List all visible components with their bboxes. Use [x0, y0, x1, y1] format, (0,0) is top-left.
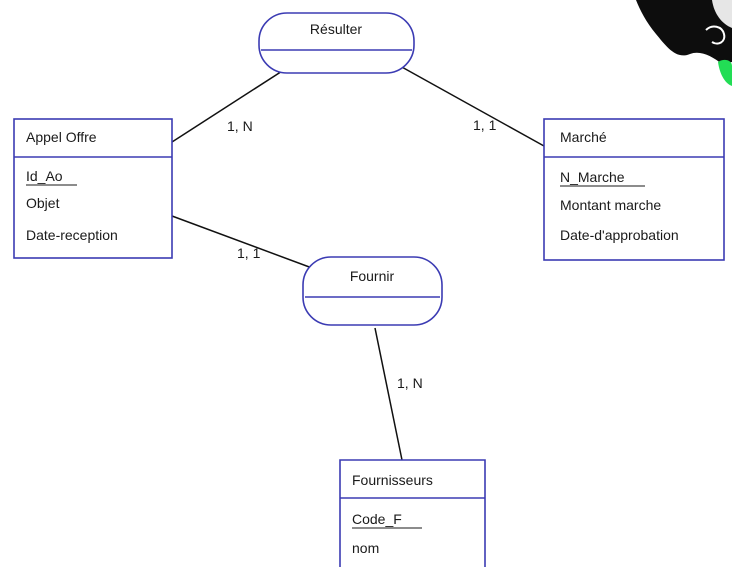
- link-appel-offre-resulter: [171, 65, 291, 143]
- link-appel-offre-fournir: [171, 215, 313, 269]
- association-resulter-box: [258, 12, 415, 74]
- association-resulter-label: Résulter: [310, 21, 362, 37]
- entity-marche-attribute: N_Marche: [560, 169, 625, 185]
- entity-fournisseurs-attribute: nom: [352, 540, 379, 556]
- corner-green-shape: [718, 59, 732, 86]
- corner-dark-shape: [636, 0, 732, 64]
- entity-appel-offre[interactable]: Appel Offre Id_Ao Objet Date-reception: [13, 118, 173, 259]
- entity-marche-attribute: Montant marche: [560, 197, 661, 213]
- cardinality-fournisseurs-fournir: 1, N: [397, 375, 423, 391]
- entity-fournisseurs-title: Fournisseurs: [352, 472, 433, 488]
- entity-appel-offre-attribute: Id_Ao: [26, 168, 63, 184]
- entity-marche-box: [543, 118, 725, 261]
- association-fournir[interactable]: Fournir: [302, 256, 443, 326]
- entity-appel-offre-title: Appel Offre: [26, 129, 97, 145]
- entity-appel-offre-box: [13, 118, 173, 259]
- association-resulter[interactable]: Résulter: [258, 12, 415, 74]
- entity-appel-offre-attribute: Date-reception: [26, 227, 118, 243]
- association-fournir-label: Fournir: [350, 268, 395, 284]
- cardinality-appel-offre-fournir: 1, 1: [237, 245, 261, 261]
- hand-cursor-icon: [636, 0, 732, 86]
- corner-finger-outline: [705, 25, 726, 45]
- link-resulter-marche: [399, 65, 545, 147]
- entity-fournisseurs[interactable]: Fournisseurs Code_F nom: [339, 459, 486, 567]
- corner-light-shape: [712, 0, 732, 28]
- entity-marche-attribute: Date-d'approbation: [560, 227, 679, 243]
- link-fournir-fournisseurs: [374, 327, 403, 461]
- entity-marche[interactable]: Marché N_Marche Montant marche Date-d'ap…: [543, 118, 725, 261]
- association-fournir-box: [302, 256, 443, 326]
- entity-fournisseurs-box: [339, 459, 486, 567]
- entity-marche-title: Marché: [560, 129, 607, 145]
- entity-appel-offre-attribute: Objet: [26, 195, 60, 211]
- entity-fournisseurs-attribute: Code_F: [352, 511, 402, 527]
- cardinality-appel-offre-resulter: 1, N: [227, 118, 253, 134]
- cardinality-marche-resulter: 1, 1: [473, 117, 497, 133]
